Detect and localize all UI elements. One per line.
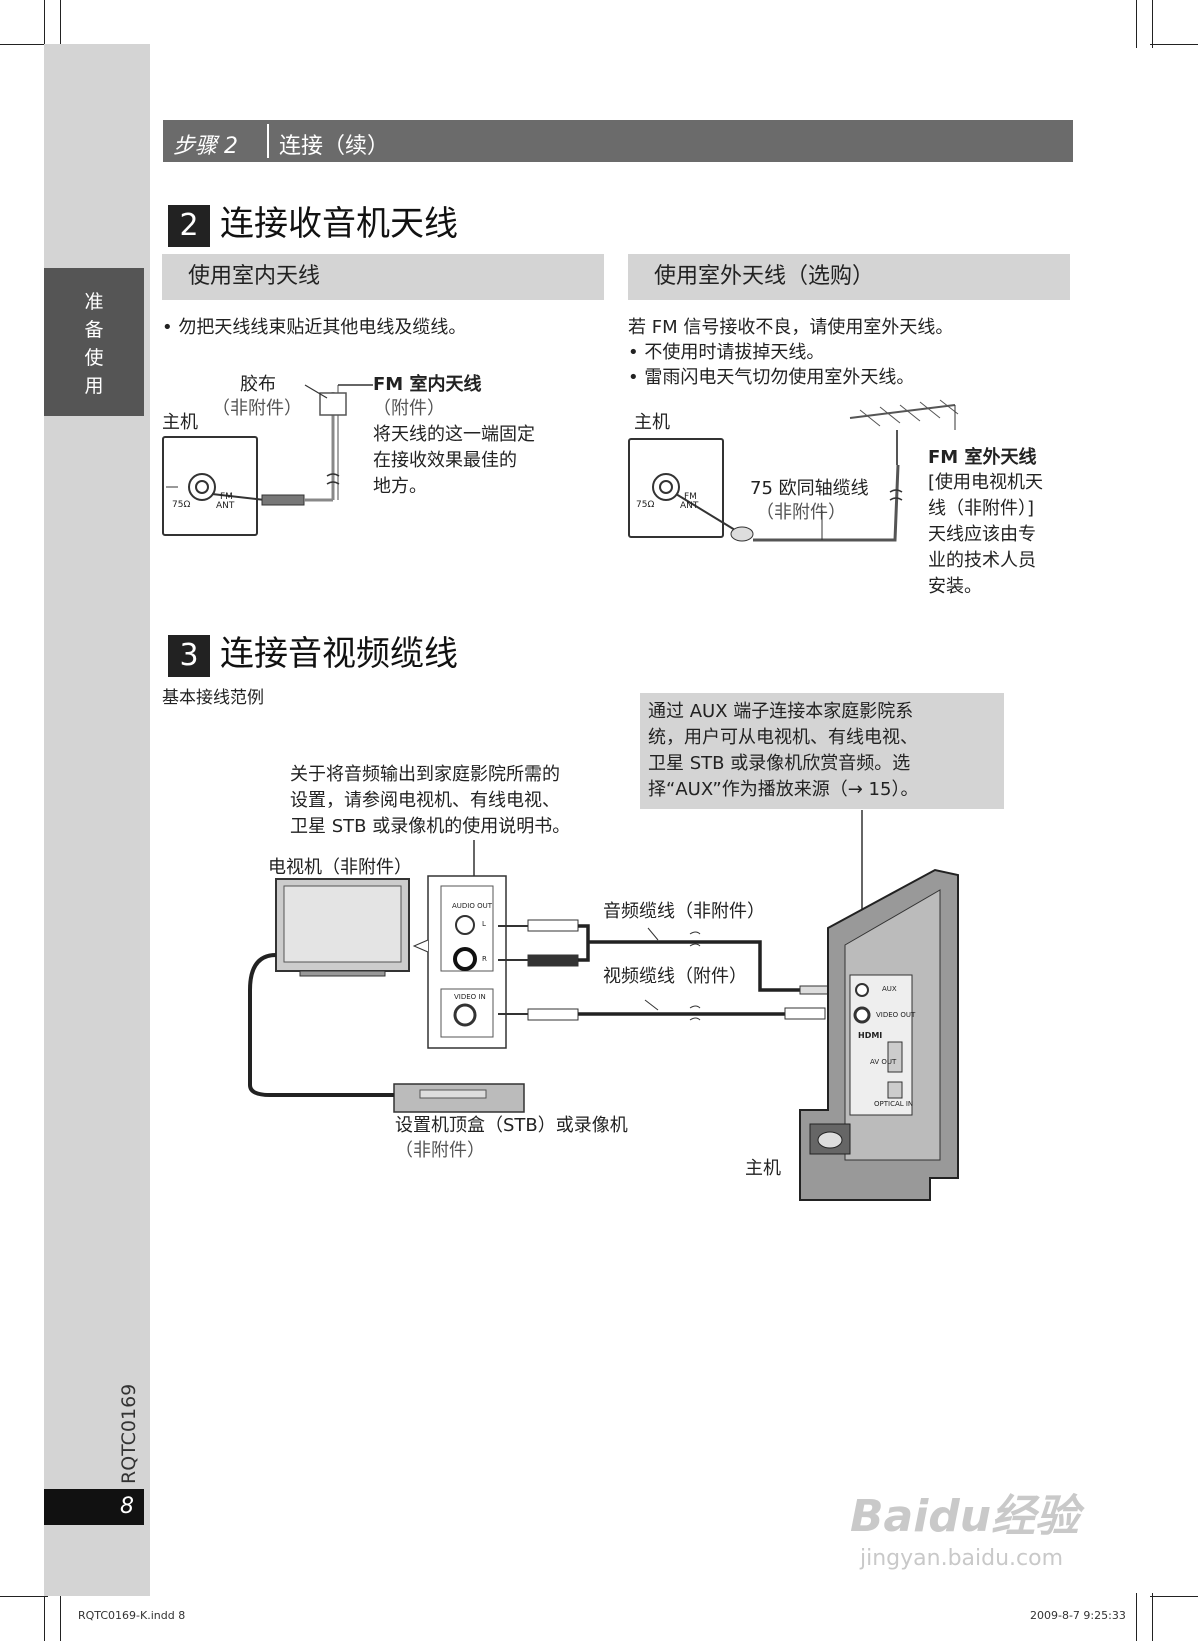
tape-label: 胶布 [240,374,276,395]
fm-indoor-title: FM 室内天线 [373,374,482,395]
aux-info-box: 通过 AUX 端子连接本家庭影院系 统，用户可从电视机、有线电视、 卫星 STB… [640,693,1004,809]
basic-example-label: 基本接线范例 [162,688,264,708]
page-number: 8 [44,1489,144,1525]
fm-outdoor-lines: [使用电视机天 线（非附件）] 天线应该由专 业的技术人员 安装。 [928,472,1044,597]
coax-cable-label: 75 欧同轴缆线 [750,478,869,499]
stb-note: （非附件） [395,1140,485,1161]
outdoor-subtitle: 使用室外天线（选购） [628,254,1070,300]
fm-indoor-note: （附件） [373,398,445,419]
fm-indoor-desc: 将天线的这一端固定 在接收效果最佳的 地方。 [373,424,535,497]
step-title: 连接（续） [279,134,390,159]
tape-note: （非附件） [212,398,302,419]
outdoor-unit-label: 主机 [634,412,670,433]
video-cable-label: 视频缆线（附件） [603,966,747,987]
step-header: 步骤 2 连接（续） [163,120,1073,162]
footer-file: RQTC0169-K.indd 8 [78,1609,186,1622]
outdoor-bullet-1: • 不使用时请拔掉天线。 [628,342,825,363]
indoor-subtitle: 使用室内天线 [162,254,604,300]
watermark-url: jingyan.baidu.com [860,1546,1064,1571]
coax-cable-note: （非附件） [756,502,846,523]
setup-note: 关于将音频输出到家庭影院所需的 设置，请参阅电视机、有线电视、 卫星 STB 或… [290,764,571,837]
indoor-bullet: • 勿把天线线束贴近其他电线及缆线。 [162,317,467,338]
watermark-brand: Baidu经验 [850,1491,1080,1542]
main-unit-label: 主机 [745,1158,781,1179]
audio-cable-label: 音频缆线（非附件） [603,901,765,922]
indoor-unit-label: 主机 [162,412,198,433]
step-label: 步骤 2 [173,134,238,159]
outdoor-intro: 若 FM 信号接收不良，请使用室外天线。 [628,317,954,338]
stb-label: 设置机顶盒（STB）或录像机 [395,1115,628,1136]
tv-label: 电视机（非附件） [268,857,412,878]
fm-outdoor-title: FM 室外天线 [928,447,1037,468]
outdoor-bullet-2: • 雷雨闪电天气切勿使用室外天线。 [628,367,915,388]
side-tab-prepare: 准 备 使 用 [44,268,144,416]
footer-date: 2009-8-7 9:25:33 [1030,1609,1126,1622]
